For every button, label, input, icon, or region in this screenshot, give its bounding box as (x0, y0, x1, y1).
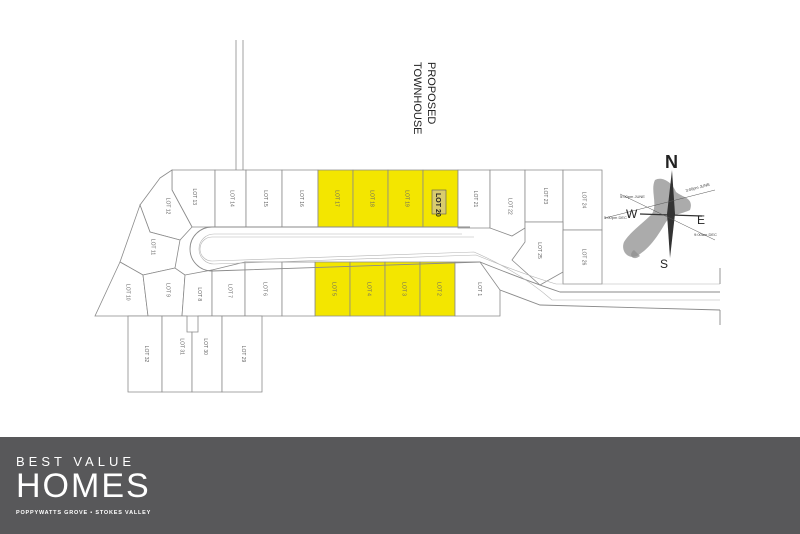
lot-8-label: LOT 8 (196, 287, 202, 301)
lot-17-label: LOT 17 (334, 190, 340, 207)
lot-6-label: LOT 6 (262, 282, 268, 296)
townhouse-footprint (431, 189, 447, 215)
lot-23-label: LOT 23 (542, 188, 548, 205)
compass-n: N (665, 152, 678, 172)
proposed-townhouse-annotation: PROPOSED TOWNHOUSE LOT 20 (411, 62, 447, 217)
lot-9[interactable] (142, 267, 186, 317)
sun-line-june-left: 5:00pm JUNE (620, 194, 645, 199)
lot-3-label: LOT 3 (401, 282, 407, 296)
lots-bottom-row (181, 261, 501, 317)
sun-line-dec-right: 9:00am DEC (694, 232, 717, 237)
lot-12-label: LOT 12 (165, 198, 171, 215)
lot-11-label: LOT 11 (149, 239, 155, 255)
lot-2-label: LOT 2 (436, 282, 442, 296)
lot-26-label: LOT 26 (581, 249, 587, 266)
lot-18-label: LOT 18 (369, 190, 375, 207)
lot-10-label: LOT 10 (125, 284, 131, 301)
lot-21-label: LOT 21 (472, 191, 478, 208)
lot-7-label: LOT 7 (227, 284, 233, 298)
lot-blank-bottom (281, 261, 316, 317)
compass-e: E (697, 213, 705, 227)
brand-footer: BEST VALUE HOMES POPPYWATTS GROVE • STOK… (0, 437, 800, 534)
lots-left (94, 169, 193, 317)
lot-labels: LOT 13 LOT 14 LOT 15 LOT 16 LOT 17 LOT 18 LOT … (125, 188, 587, 363)
lot20-label: LOT 20 (434, 193, 441, 217)
lot-29[interactable] (221, 315, 263, 393)
sun-line-june-top: 3:00pm JUNE (685, 182, 711, 193)
lot-9-label: LOT 9 (165, 283, 171, 297)
lot-16-label: LOT 16 (298, 190, 304, 207)
sun-line-dec-left: 5:00pm DEC (604, 215, 627, 220)
lot-15-label: LOT 15 (262, 190, 268, 207)
road (189, 226, 721, 325)
lot-31-label: LOT 31 (178, 338, 184, 355)
lot-19-label: LOT 19 (404, 190, 410, 207)
subdivision-site-plan: LOT 13 LOT 14 LOT 15 LOT 16 LOT 17 LOT 18 LOT … (94, 40, 721, 393)
lot-32-label: LOT 32 (143, 346, 149, 363)
lot-5-label: LOT 5 (331, 282, 337, 296)
lot-22-label: LOT 22 (506, 198, 512, 215)
nz-map-shape (623, 178, 691, 257)
lot-29-label: LOT 29 (240, 346, 246, 363)
lot-13-label: LOT 13 (191, 189, 197, 206)
access-lane (235, 40, 244, 170)
lot-4-label: LOT 4 (366, 282, 372, 296)
townhouse-label: TOWNHOUSE (411, 62, 423, 135)
compass-ns-needle (667, 170, 675, 258)
lot-22[interactable] (489, 169, 526, 237)
lot-31[interactable] (161, 315, 193, 393)
lot-24-label: LOT 24 (581, 192, 587, 209)
compass-w: W (626, 207, 638, 221)
lots-top-row (171, 169, 603, 286)
lot-1-label: LOT 1 (476, 282, 482, 296)
lot-14-label: LOT 14 (229, 190, 235, 207)
brand-logo-text: HOMES (16, 467, 151, 505)
proposed-label: PROPOSED (425, 62, 437, 124)
compass: N W E S 3:00pm JUNE 5:00pm JUNE 5:00pm D… (604, 152, 717, 271)
lots-back-row (127, 315, 263, 393)
brand-line1: BEST VALUE (16, 454, 135, 469)
brand-tagline: POPPYWATTS GROVE • STOKES VALLEY (16, 510, 152, 516)
lot-25-label: LOT 25 (536, 242, 542, 259)
lot-30-label: LOT 30 (202, 338, 208, 355)
compass-s: S (660, 257, 668, 271)
